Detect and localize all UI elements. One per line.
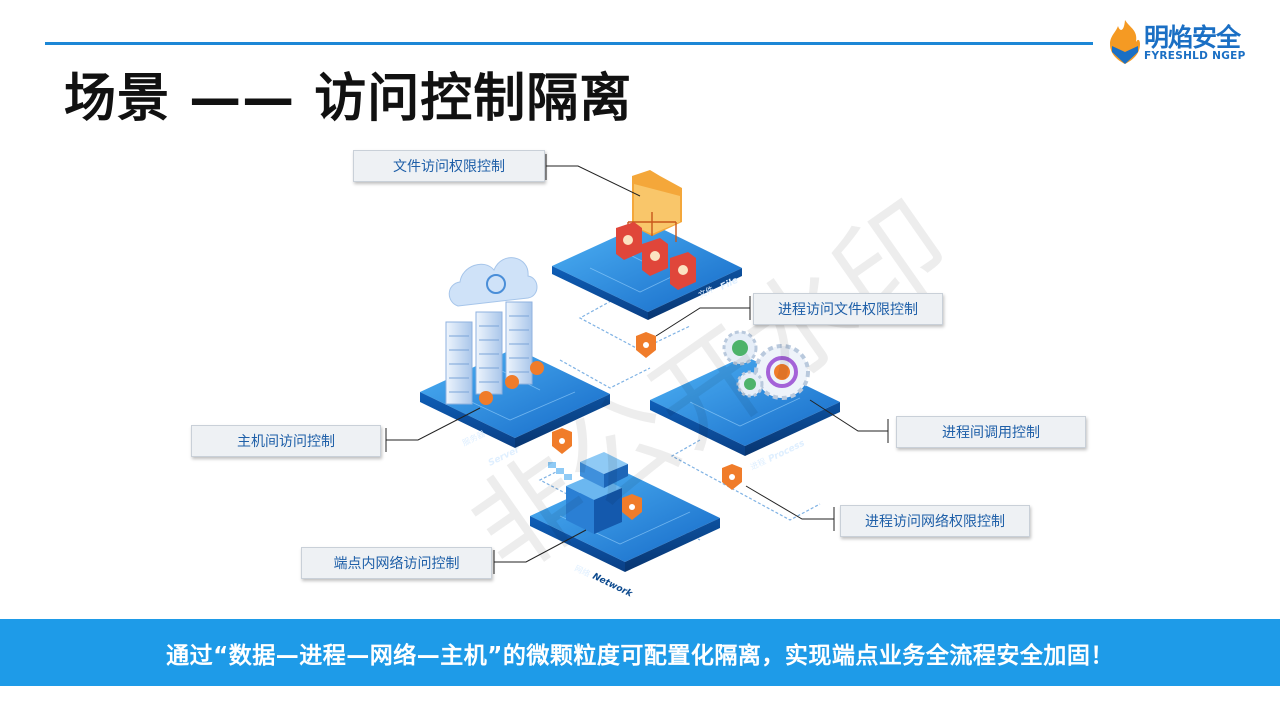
gear-icon: [722, 330, 810, 400]
callout-process-network: 进程访问网络权限控制: [840, 505, 1030, 537]
network-platform: 网络 Network: [530, 452, 720, 600]
server-rack-icon: [445, 301, 533, 405]
server-platform-label-cn: 服务器: [460, 428, 486, 448]
process-platform: 进程 Process: [650, 330, 840, 472]
server-platform-label-en: Server: [487, 445, 522, 469]
callout-process-file: 进程访问文件权限控制: [753, 293, 943, 325]
access-control-diagram: 文件 File 服务器 Server: [385, 154, 889, 600]
callout-file-access: 文件访问权限控制: [353, 150, 545, 182]
callout-host-access: 主机间访问控制: [191, 425, 381, 457]
network-switch-icon: [548, 452, 628, 534]
flame-shield-icon: [1110, 20, 1140, 64]
file-platform: 文件 File: [552, 170, 742, 320]
callout-endpoint-network: 端点内网络访问控制: [301, 547, 492, 579]
brand-logo: 明焰安全 FYRESHLD NGEP: [1108, 18, 1258, 68]
file-lock-icon: [616, 222, 696, 290]
callout-process-call: 进程间调用控制: [896, 416, 1086, 448]
summary-banner: 通过“数据—进程—网络—主机”的微颗粒度可配置化隔离，实现端点业务全流程安全加固…: [0, 619, 1280, 686]
page-title: 场景 —— 访问控制隔离: [64, 69, 633, 129]
network-platform-label-cn: 网络: [573, 563, 592, 579]
logo-name-cn: 明焰安全: [1144, 23, 1241, 52]
network-platform-label-en: Network: [591, 572, 635, 600]
process-platform-label-cn: 进程: [749, 457, 767, 472]
title-rule: [45, 42, 1093, 45]
logo-name-en: FYRESHLD NGEP: [1144, 50, 1246, 62]
cloud-icon: [448, 257, 538, 307]
leader-lines: [385, 154, 889, 574]
server-platform: 服务器 Server: [420, 257, 610, 469]
